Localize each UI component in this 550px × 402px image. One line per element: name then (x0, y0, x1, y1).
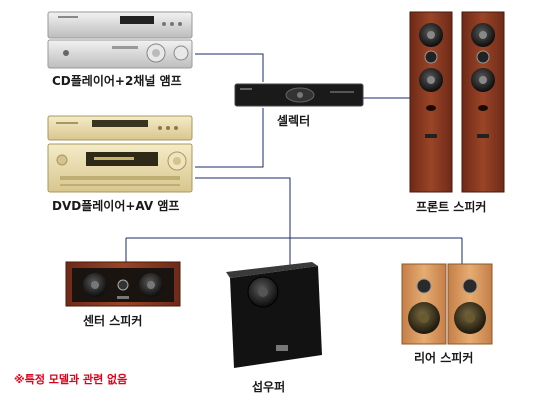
disclaimer-note: ※특정 모델과 관련 없음 (14, 373, 128, 386)
label-rear-speaker: 리어 스피커 (414, 351, 474, 365)
label-selector: 셀렉터 (277, 114, 311, 128)
label-dvd-av: DVD플레이어+AV 앰프 (52, 199, 180, 213)
dvd-player (47, 115, 193, 141)
label-front-speaker: 프론트 스피커 (416, 200, 487, 214)
av-receiver (47, 143, 193, 193)
rear-speaker-right (447, 263, 493, 345)
label-subwoofer: 섭우퍼 (252, 380, 286, 394)
center-speaker (65, 261, 181, 307)
front-speaker-left (409, 11, 453, 193)
rear-speaker-left (401, 263, 447, 345)
cd-player (47, 11, 193, 39)
subwoofer (226, 262, 322, 368)
selector-box (234, 83, 364, 107)
label-cd-amp: CD플레이어+2채널 앰프 (52, 74, 182, 88)
connection-wires (125, 53, 463, 266)
front-speaker-right (461, 11, 505, 193)
label-center-speaker: 센터 스피커 (83, 314, 143, 328)
stereo-amplifier (47, 39, 193, 69)
